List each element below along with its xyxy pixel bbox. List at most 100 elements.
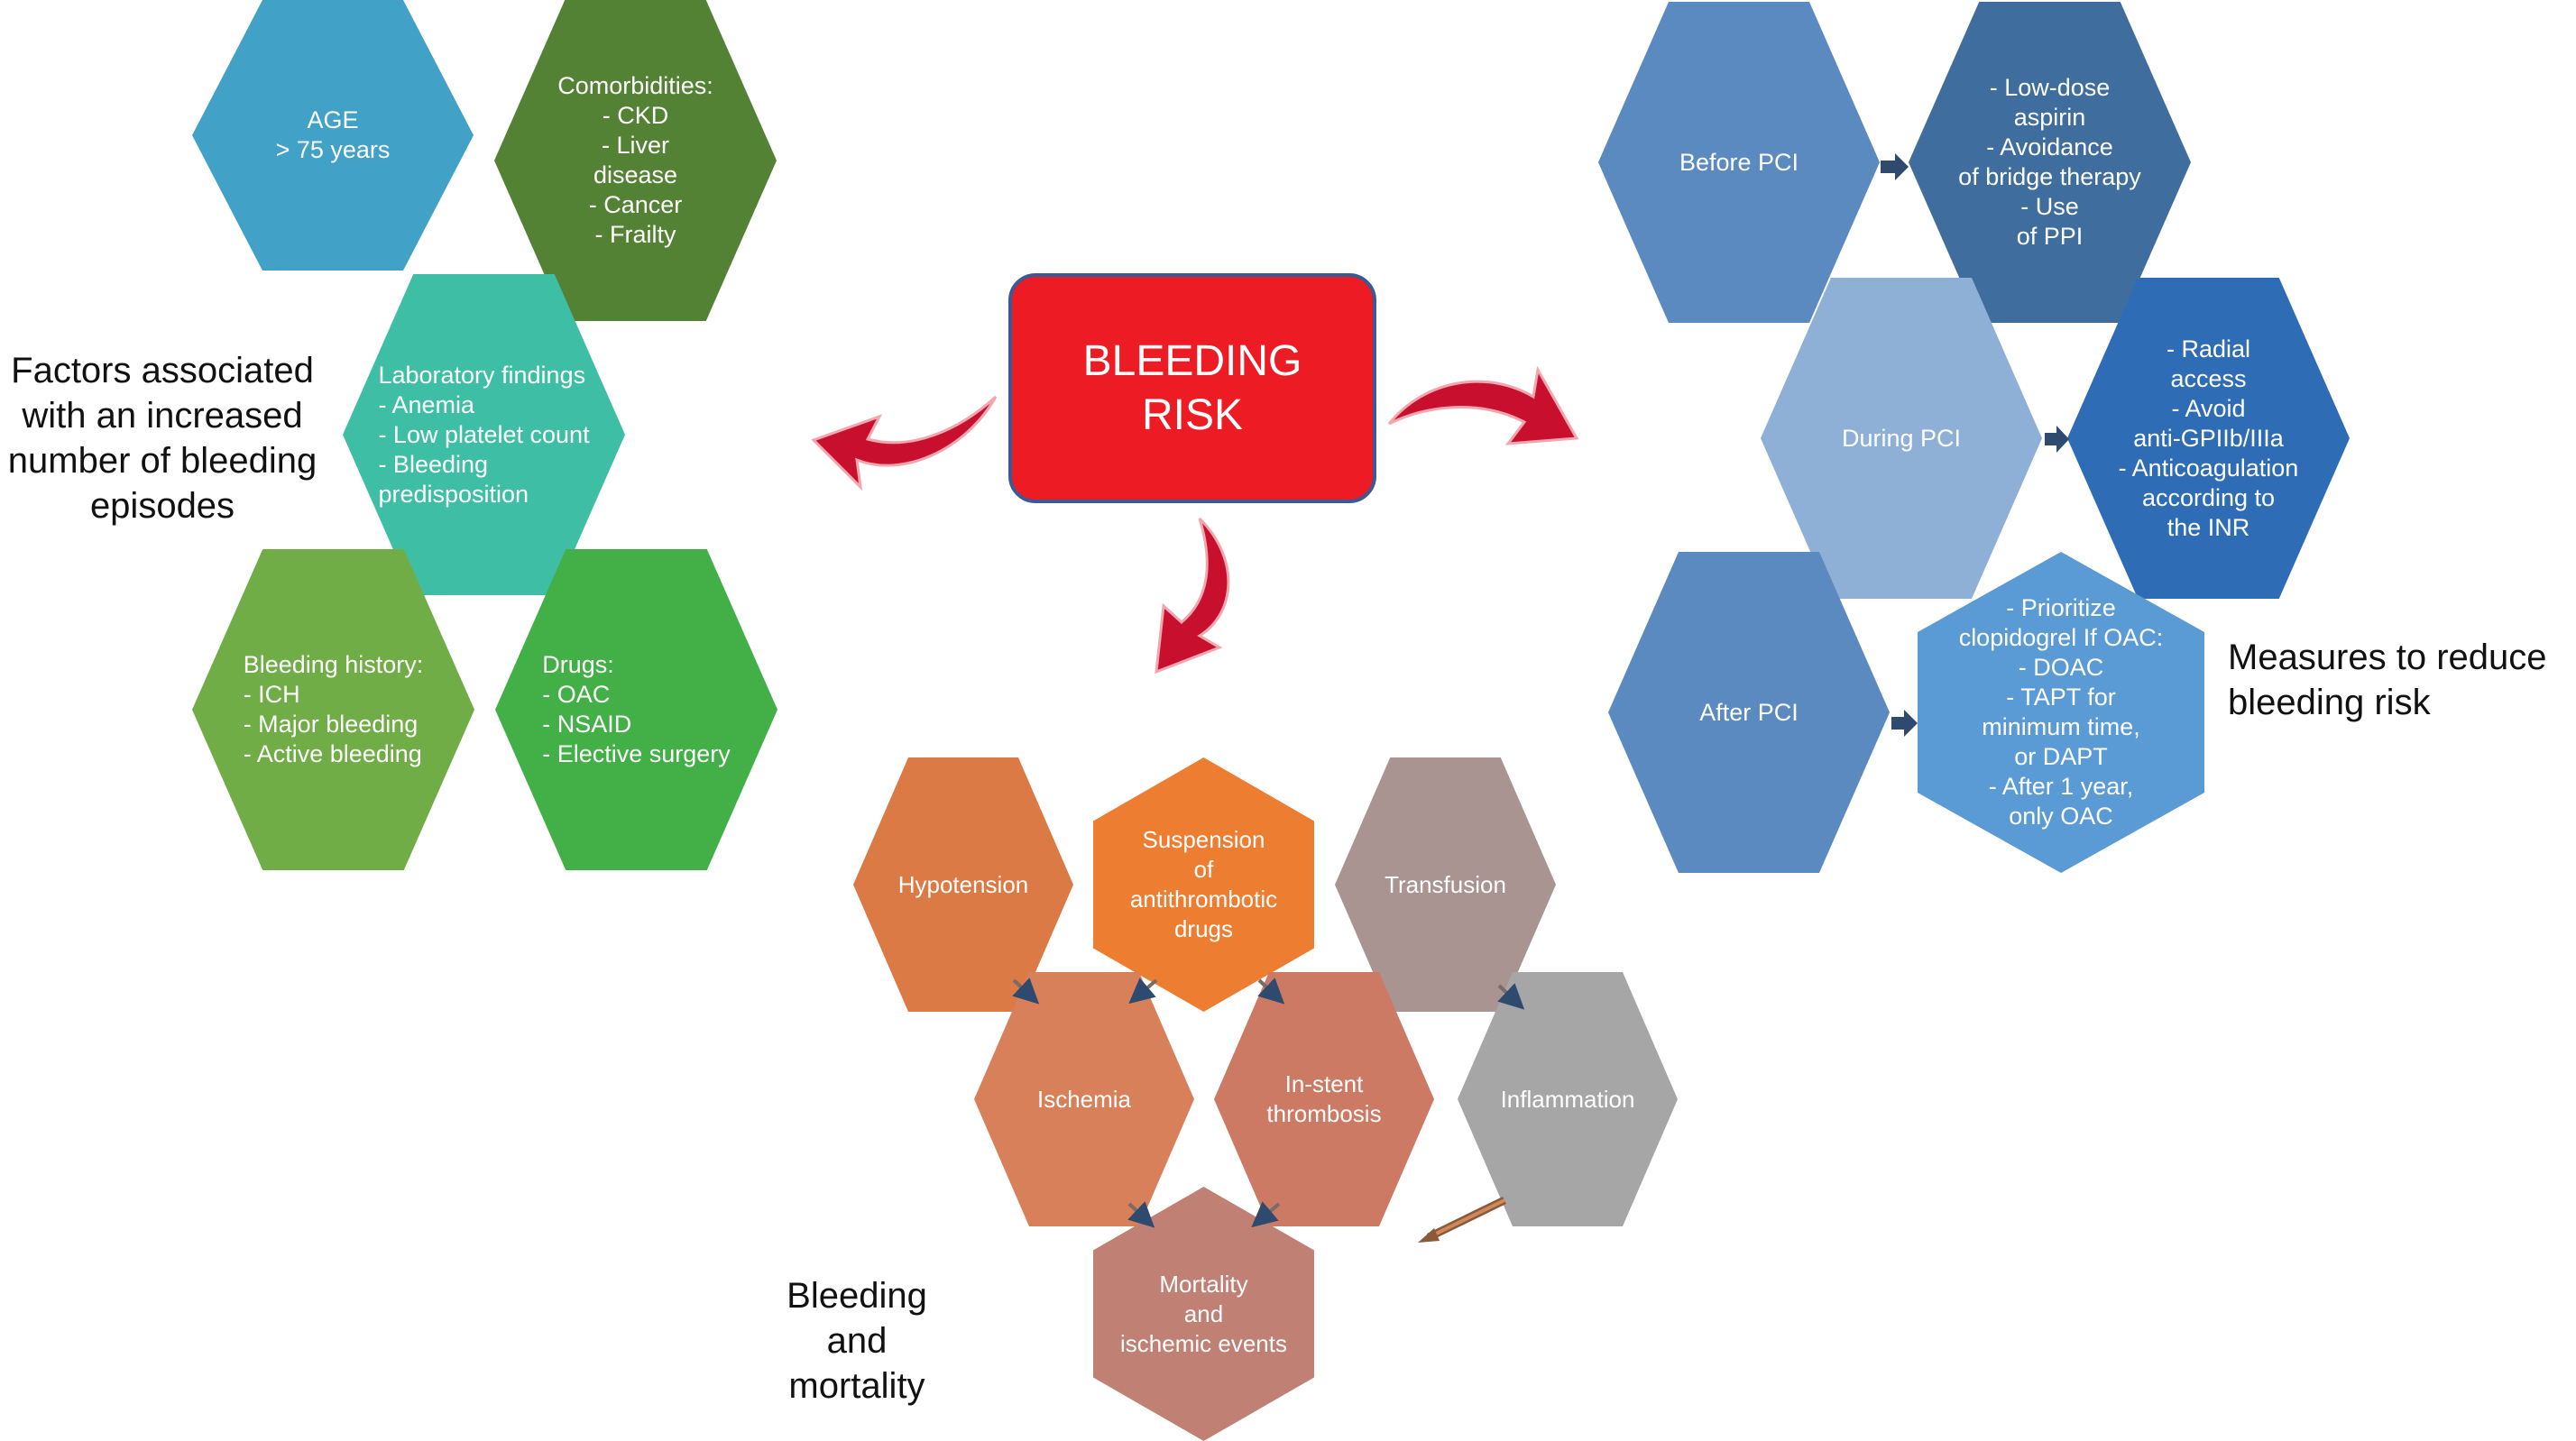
arrow-to-consequences	[1155, 517, 1230, 675]
arrow-hypotension-ischemia	[1012, 977, 1040, 1005]
during-pci-measures-text-line: the INR	[2167, 513, 2250, 541]
stent-thrombosis-text-line: thrombosis	[1266, 1100, 1382, 1127]
comorbidities-hex-text-line: Comorbidities:	[557, 72, 713, 99]
during-pci-measures-text-line: according to	[2141, 483, 2276, 511]
after-pci-measures-text-line: minimum time,	[1982, 713, 2140, 740]
mortality-text-line: and	[1183, 1299, 1224, 1327]
bleeding-history-hex-text: Bleeding history: - ICH - Major bleeding- …	[244, 650, 424, 769]
consequences-title-line: mortality	[788, 1366, 925, 1406]
suspension-text-line: of	[1193, 856, 1214, 883]
suspension-text-line: Suspension	[1142, 826, 1265, 853]
suspension-text-line: antithrombotic	[1129, 886, 1278, 913]
arrow-to-factors	[811, 395, 998, 491]
arrow-thrombosis-mortality	[1251, 1201, 1281, 1228]
before-pci-measures-text-line: of PPI	[2016, 223, 2084, 250]
arrow-suspension-thrombosis	[1257, 977, 1285, 1005]
risk-factors-title-line: episodes	[89, 486, 235, 526]
drugs-hex-text-line: - Elective surgery	[542, 740, 731, 767]
before-pci-hex: Before PCI	[1598, 2, 1880, 323]
transfusion-text: Transfusion	[1385, 870, 1506, 900]
after-pci-label: After PCI	[1699, 698, 1799, 726]
consequences-title-line: and	[826, 1321, 888, 1361]
arrow-transfusion-inflammation	[1497, 983, 1525, 1010]
comorbidities-hex-text-line: - Liver	[601, 132, 669, 159]
mortality-text-line: ischemic events	[1120, 1329, 1287, 1357]
after-pci-measures-text-line: clopidogrel If OAC:	[1958, 624, 2164, 651]
mortality-text-line: Mortality	[1159, 1270, 1248, 1298]
age-hex-text: AGE > 75 years	[276, 106, 391, 165]
suspension-text-line: drugs	[1173, 915, 1234, 942]
arrow-before-pci	[1881, 153, 1909, 180]
bleeding-risk-box: BLEEDING RISK	[1008, 273, 1376, 503]
transfusion-hex: Transfusion	[1335, 757, 1556, 1012]
after-pci-measures-text: - Prioritize clopidogrel If OAC: - DOAC - T…	[1959, 593, 2164, 831]
during-pci-measures-text-line: anti-GPIIb/IIIa	[2133, 424, 2284, 452]
during-pci-label: During PCI	[1841, 424, 1962, 452]
during-pci-measures-text-line: - Radial	[2166, 335, 2251, 363]
drugs-hex-text-line: - NSAID	[542, 711, 632, 738]
arrow-suspension-ischemia	[1128, 977, 1158, 1005]
comorbidities-hex-text-line: disease	[593, 161, 678, 188]
drugs-hex-text: Drugs: - OAC - NSAID- Elective surgery	[542, 650, 731, 769]
drugs-hex-text-line: Drugs:	[542, 651, 614, 678]
before-pci-measures-text-line: - Use	[2020, 193, 2079, 220]
bleeding-history-hex-text-line: - Active bleeding	[243, 740, 422, 767]
arrow-during-pci	[2045, 426, 2069, 453]
stent-thrombosis-text: In-stent thrombosis	[1266, 1069, 1381, 1129]
drugs-hex: Drugs: - OAC - NSAID- Elective surgery	[495, 549, 777, 870]
during-pci-measures-text-line: - Anticoagulation	[2118, 454, 2299, 482]
after-pci-measures-text-line: only OAC	[2009, 803, 2113, 830]
age-hex-text-line: > 75 years	[275, 136, 391, 163]
bleeding-history-hex-text-line: - ICH	[243, 681, 300, 708]
after-pci-measures-text-line: - TAPT for	[2006, 684, 2116, 711]
ischemia-text: Ischemia	[1037, 1085, 1131, 1115]
age-hex-text-line: AGE	[307, 106, 359, 133]
during-pci-measures-text-line: access	[2170, 364, 2247, 392]
transfusion-text-line: Transfusion	[1385, 870, 1506, 898]
laboratory-findings-hex-text-line: Laboratory findings	[378, 361, 586, 389]
arrow-to-measures	[1387, 365, 1579, 445]
risk-factors-title-line: with an increased	[22, 396, 303, 436]
comorbidities-hex-text-line: - CKD	[602, 102, 669, 129]
inflammation-text-line: Inflammation	[1500, 1085, 1635, 1113]
laboratory-findings-hex-text-line: - Bleeding	[378, 450, 489, 478]
bleeding-history-hex-text-line: Bleeding history:	[243, 651, 424, 678]
arrow-inflammation-mortality	[1418, 1196, 1506, 1243]
age-hex: AGE > 75 years	[192, 0, 474, 271]
after-pci-measures-text-line: - DOAC	[2018, 654, 2104, 681]
measures-title-line: Measures to reduce	[2228, 638, 2547, 677]
bleeding-history-hex-text-line: - Major bleeding	[243, 711, 419, 738]
risk-factors-title-line: number of bleeding	[7, 441, 317, 481]
measures-title-line: bleeding risk	[2228, 683, 2431, 722]
drugs-hex-text-line: - OAC	[542, 681, 611, 708]
hypotension-text: Hypotension	[898, 870, 1029, 900]
laboratory-findings-hex-text-line: predisposition	[378, 480, 529, 508]
comorbidities-hex-text-line: - Cancer	[588, 191, 683, 218]
before-pci-measures-text-line: - Low-dose	[1989, 74, 2111, 101]
after-pci-measures-text-line: - Prioritize	[2006, 594, 2116, 621]
after-pci-measures-text-line: or DAPT	[2014, 743, 2108, 770]
stent-thrombosis-text-line: In-stent	[1284, 1070, 1364, 1097]
before-pci-measures-text-line: of bridge therapy	[1958, 163, 2141, 190]
comorbidities-hex-text-line: - Frailty	[594, 221, 676, 248]
before-pci-label: Before PCI	[1679, 148, 1799, 176]
ischemia-text-line: Ischemia	[1036, 1085, 1132, 1113]
after-pci-measures-text-line: - After 1 year,	[1988, 773, 2134, 800]
risk-factors-title-line: Factors associated	[11, 351, 314, 390]
measures-title: Measures to reduce bleeding risk	[2228, 635, 2576, 725]
arrow-ischemia-mortality	[1127, 1201, 1155, 1228]
laboratory-findings-hex-text-line: - Low platelet count	[378, 420, 590, 448]
before-pci-measures-text-line: aspirin	[2013, 104, 2086, 131]
